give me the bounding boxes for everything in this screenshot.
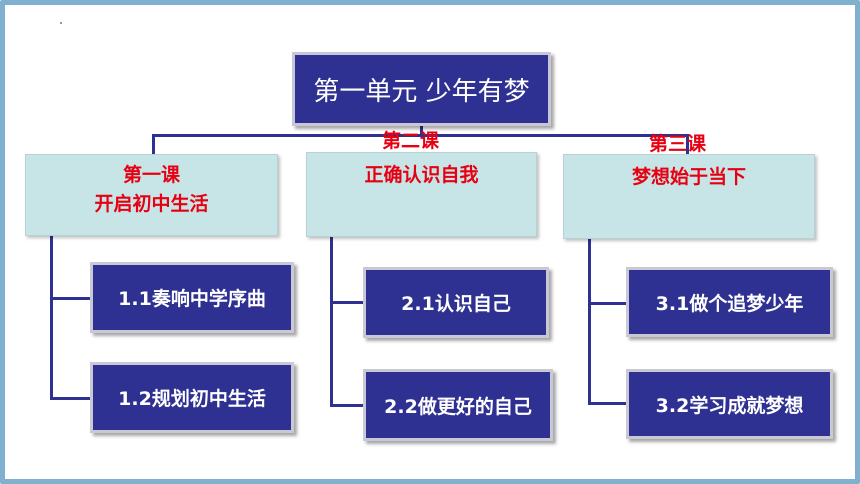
lesson-1-number: 第一课 <box>122 164 180 186</box>
connector-lesson3-branch1 <box>588 302 626 305</box>
section-1-2-box: 1.2规划初中生活 <box>90 362 294 433</box>
connector-lesson3-spine <box>588 239 591 405</box>
section-2-2-box: 2.2做更好的自己 <box>363 369 553 441</box>
section-1-1-box: 1.1奏响中学序曲 <box>90 262 294 333</box>
connector-lesson1-branch1 <box>50 297 90 300</box>
connector-lesson2-spine <box>330 237 333 407</box>
section-2-2-label: 2.2做更好的自己 <box>384 395 532 418</box>
connector-lesson3-branch2 <box>588 402 626 405</box>
section-3-2-box: 3.2学习成就梦想 <box>626 369 833 439</box>
section-3-1-label: 3.1做个追梦少年 <box>655 292 804 315</box>
lesson-1-title: 开启初中生活 <box>94 193 209 215</box>
lesson-3-title: 梦想始于当下 <box>631 166 746 188</box>
connector-lesson1-drop <box>152 134 155 154</box>
section-3-1-box: 3.1做个追梦少年 <box>626 267 833 337</box>
connector-top-bar <box>152 134 689 137</box>
lesson-2-number: 第二课 <box>382 130 440 152</box>
connector-lesson2-branch1 <box>330 301 363 304</box>
section-2-1-box: 2.1认识自己 <box>363 267 549 338</box>
connector-lesson3-drop <box>686 134 689 154</box>
lesson-1-box: 第一课 开启初中生活 <box>25 154 278 236</box>
connector-lesson1-spine <box>50 236 53 400</box>
lesson-2-box: 正确认识自我 <box>306 152 537 237</box>
unit-title: 第一单元 少年有梦 <box>313 76 530 107</box>
decorative-dot <box>60 22 62 24</box>
section-1-2-label: 1.2规划初中生活 <box>118 388 266 410</box>
section-1-1-label: 1.1奏响中学序曲 <box>118 288 266 310</box>
lesson-3-box: 梦想始于当下 <box>563 154 815 239</box>
connector-lesson1-branch2 <box>50 397 90 400</box>
section-2-1-label: 2.1认识自己 <box>401 293 511 315</box>
lesson-2-title: 正确认识自我 <box>364 164 479 186</box>
lesson-3-number: 第三课 <box>649 133 707 155</box>
connector-lesson2-branch2 <box>330 404 363 407</box>
section-3-2-label: 3.2学习成就梦想 <box>655 394 804 417</box>
unit-title-box: 第一单元 少年有梦 <box>292 52 551 126</box>
connector-unit-down <box>420 126 423 136</box>
